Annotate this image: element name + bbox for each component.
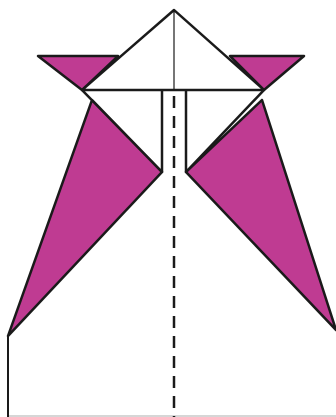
top-triangle-flap <box>82 10 264 90</box>
